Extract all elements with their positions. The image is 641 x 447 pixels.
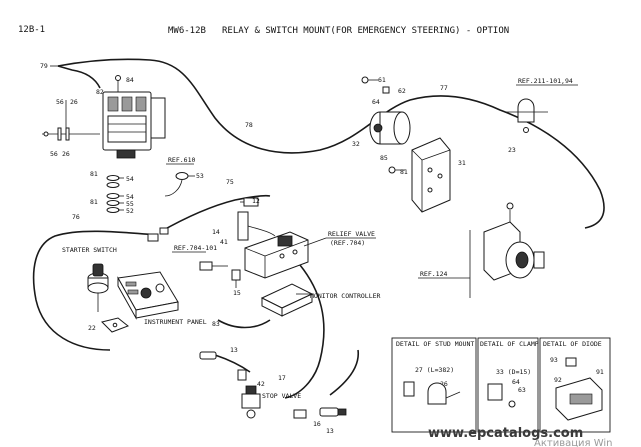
label-relief-valve: RELIEF VALVE (328, 230, 375, 238)
detail-diode-part-93: 93 (550, 356, 558, 364)
callout-42: 42 (257, 380, 265, 388)
callout-52: 52 (126, 207, 134, 215)
callout-64: 64 (372, 98, 380, 106)
detail-stud-mount: DETAIL OF STUD MOUNT 27 (L=382) 26 (391, 337, 477, 433)
detail-clamp-title: DETAIL OF CLAMP (480, 340, 539, 348)
callout-62: 62 (398, 87, 406, 95)
detail-diode: DETAIL OF DIODE 93 92 91 (539, 337, 611, 433)
label-stop-valve: STOP VALVE (262, 392, 301, 400)
connector-12 (240, 197, 259, 207)
callout-22: 22 (88, 324, 96, 332)
callout-56-b: 56 (50, 150, 58, 158)
callout-ref-610: REF.610 (168, 156, 195, 164)
label-ref-704: (REF.704) (330, 239, 365, 247)
watermark-activation: Активация Win (534, 438, 613, 447)
callout-75: 75 (226, 178, 234, 186)
callout-26-b: 26 (62, 150, 70, 158)
sensor-13-left (199, 351, 217, 360)
callout-26-a: 26 (70, 98, 78, 106)
callout-ref-211: REF.211-101,94 (518, 77, 573, 85)
callout-83: 83 (212, 320, 220, 328)
callout-76: 76 (72, 213, 80, 221)
callout-13-b: 13 (326, 427, 334, 435)
callout-82: 82 (96, 88, 104, 96)
callout-81-c: 81 (400, 168, 408, 176)
callout-55: 55 (126, 200, 134, 208)
callout-15: 15 (233, 289, 241, 297)
detail-stud-mount-spec: 27 (L=382) (415, 366, 454, 374)
harness-75 (159, 194, 271, 233)
harness-right-clamp (329, 349, 359, 396)
callout-84: 84 (126, 76, 134, 84)
page-code: 12B-1 (18, 25, 45, 35)
monitor-controller (260, 283, 314, 317)
callout-79: 79 (40, 62, 48, 70)
bracket-31 (411, 137, 451, 213)
callout-17: 17 (278, 374, 286, 382)
callout-54-b: 54 (126, 193, 134, 201)
detail-diode-title: DETAIL OF DIODE (543, 340, 602, 348)
pump-motor (469, 202, 545, 298)
watermark-site: www.epcatalogs.com (428, 426, 583, 441)
group-code: MW6-12B (168, 26, 206, 36)
washer-stack (106, 175, 124, 213)
label-starter-switch: STARTER SWITCH (62, 246, 117, 254)
stop-valve (237, 369, 261, 419)
callout-61: 61 (378, 76, 386, 84)
label-monitor-controller: MONITOR CONTROLLER (310, 292, 381, 300)
callouts: 79 84 82 56 26 56 26 81 54 54 55 52 81 7… (40, 62, 578, 435)
bolt-set-56-26 (42, 100, 100, 141)
detail-stud-mount-title: DETAIL OF STUD MOUNT (396, 340, 474, 348)
callout-12: 12 (252, 197, 260, 205)
connector-704-101 (199, 261, 228, 271)
motor-assembly-32 (369, 111, 411, 145)
clamp-23 (506, 98, 548, 133)
connector-16 (293, 409, 307, 419)
callout-23: 23 (508, 146, 516, 154)
harness-stop-valve (214, 354, 251, 373)
harness-monitor (217, 319, 271, 329)
callout-16: 16 (313, 420, 321, 428)
callout-ref-124: REF.124 (420, 270, 447, 278)
bracket-22 (101, 317, 129, 333)
label-instrument-panel: INSTRUMENT PANEL (144, 318, 207, 326)
sensor-13-bottom (319, 407, 347, 417)
connector-53 (164, 172, 195, 197)
callout-56-a: 56 (56, 98, 64, 106)
detail-clamp: DETAIL OF CLAMP 33 (D=15) 64 63 (477, 337, 539, 433)
connector-76 (147, 227, 169, 242)
diagram-title: RELAY & SWITCH MOUNT(FOR EMERGENCY STEER… (222, 26, 509, 36)
bolt-81-right (388, 166, 405, 174)
detail-clamp-part-64: 64 (512, 378, 520, 386)
callout-32: 32 (352, 140, 360, 148)
callout-31: 31 (458, 159, 466, 167)
relief-valve (237, 211, 309, 279)
callout-53: 53 (196, 172, 204, 180)
instrument-panel (117, 271, 179, 320)
callout-41: 41 (220, 238, 228, 246)
starter-switch (87, 263, 109, 312)
harness-78 (57, 58, 605, 229)
detail-stud-mount-part: 26 (440, 380, 448, 388)
harness-76 (32, 230, 159, 351)
harness-lower (284, 264, 325, 399)
callout-ref-704-101: REF.704-101 (174, 244, 217, 252)
callout-14: 14 (212, 228, 220, 236)
bolt-61 (361, 76, 390, 94)
callout-13-a: 13 (230, 346, 238, 354)
relay-panel (102, 75, 166, 159)
callout-81-a: 81 (90, 170, 98, 178)
callout-81-b: 81 (90, 198, 98, 206)
harness-79 (57, 65, 101, 89)
callout-85: 85 (380, 154, 388, 162)
callout-54-a: 54 (126, 175, 134, 183)
detail-clamp-spec: 33 (D=15) (496, 368, 531, 376)
callout-78: 78 (245, 121, 253, 129)
detail-clamp-part-63: 63 (518, 386, 526, 394)
detail-diode-part-92: 92 (554, 376, 562, 384)
connector-15 (231, 269, 241, 288)
callout-77: 77 (440, 84, 448, 92)
detail-diode-part-91: 91 (596, 368, 604, 376)
